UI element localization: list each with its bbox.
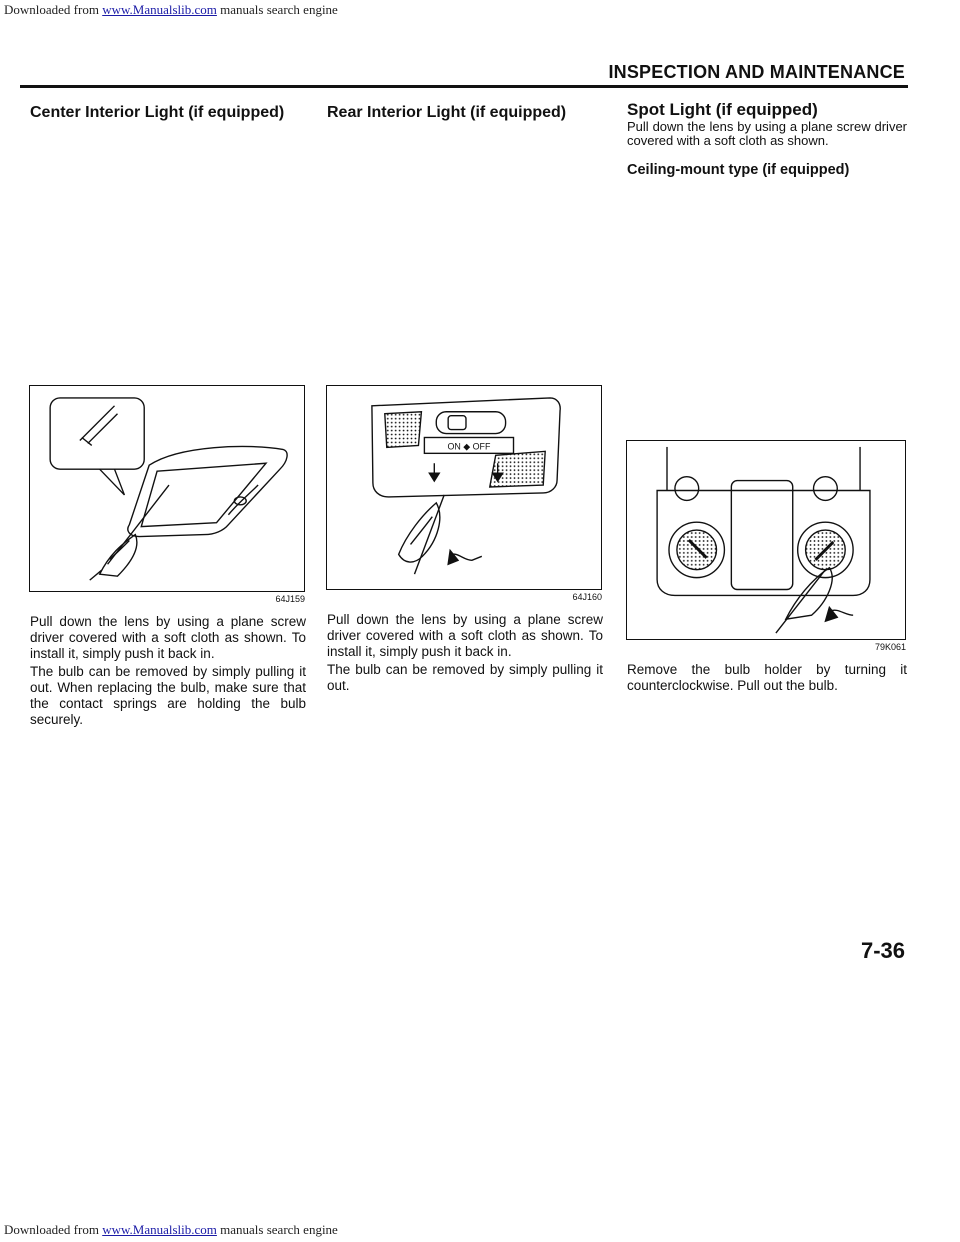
spot-light-intro: Pull down the lens by using a plane scre…	[627, 119, 907, 148]
spot-light-illustration	[656, 446, 871, 634]
center-light-illustration	[49, 397, 288, 581]
center-figure-code: 64J159	[275, 594, 305, 604]
manualslib-footer-link[interactable]: www.Manualslib.com	[102, 1222, 217, 1237]
center-light-figure	[29, 385, 305, 592]
center-light-title: Center Interior Light (if equipped)	[30, 104, 285, 121]
download-banner-top: Downloaded from www.Manualslib.com manua…	[4, 2, 338, 18]
spot-light-figure	[626, 440, 906, 640]
center-light-para-1: Pull down the lens by using a plane scre…	[30, 614, 306, 661]
spot-light-para-1: Remove the bulb holder by turning it cou…	[627, 662, 907, 693]
rear-light-title: Rear Interior Light (if equipped)	[327, 104, 567, 121]
spot-light-title: Spot Light (if equipped)	[627, 100, 818, 119]
header-rule	[20, 85, 908, 88]
footer-prefix: Downloaded from	[4, 1222, 103, 1237]
section-header: INSPECTION AND MAINTENANCE	[608, 62, 905, 82]
download-banner-bottom: Downloaded from www.Manualslib.com manua…	[4, 1222, 338, 1238]
page-number: 7-36	[860, 938, 905, 963]
rear-light-para-1: Pull down the lens by using a plane scre…	[327, 612, 603, 659]
rear-light-para-2: The bulb can be removed by simply pullin…	[327, 662, 603, 693]
spot-light-subtitle: Ceiling-mount type (if equipped)	[627, 162, 850, 178]
footer-suffix: manuals search engine	[216, 1222, 338, 1237]
switch-label: ON ◆ OFF	[447, 441, 491, 451]
spot-figure-code: 79K061	[874, 642, 906, 652]
manualslib-link[interactable]: www.Manualslib.com	[102, 2, 217, 17]
rear-light-illustration: ON ◆ OFF	[371, 397, 561, 575]
center-light-para-2: The bulb can be removed by simply pullin…	[30, 664, 306, 727]
rear-light-figure: ON ◆ OFF	[326, 385, 602, 590]
banner-prefix: Downloaded from	[4, 2, 103, 17]
rear-figure-code: 64J160	[572, 592, 602, 602]
banner-suffix: manuals search engine	[216, 2, 338, 17]
